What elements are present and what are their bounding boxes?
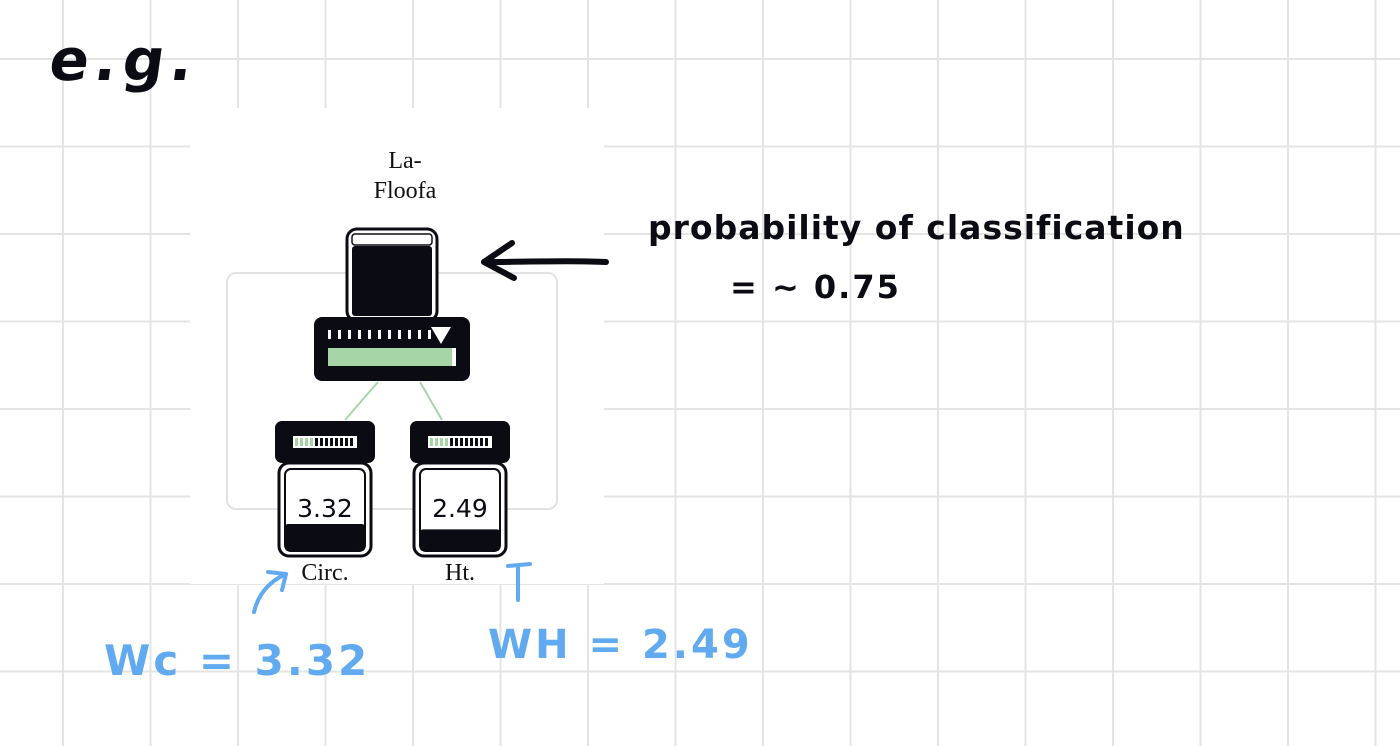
slider-tick: [348, 330, 351, 339]
child-tick: [315, 438, 318, 446]
slider-tick: [328, 330, 331, 339]
child-tick: [445, 438, 448, 446]
child-tick: [350, 438, 353, 446]
slider-ticks: [328, 330, 431, 339]
child-tick: [345, 438, 348, 446]
slider-tick: [428, 330, 431, 339]
node-title: La- Floofa: [330, 146, 480, 206]
blue-arrow-right-icon: [506, 562, 532, 602]
slider-tick: [408, 330, 411, 339]
slider-tick: [388, 330, 391, 339]
weight-h-annotation: WH = 2.49: [488, 622, 753, 668]
child-tick: [340, 438, 343, 446]
slider-marker-icon: [431, 327, 451, 344]
slider-tick: [398, 330, 401, 339]
child-tick: [440, 438, 443, 446]
child-tick: [300, 438, 303, 446]
child-ht-fill: [420, 529, 500, 551]
child-tick: [435, 438, 438, 446]
child-ht-ticks: [430, 438, 488, 446]
child-tick: [455, 438, 458, 446]
edge-right: [419, 381, 443, 421]
node-title-line2: Floofa: [373, 178, 437, 204]
child-tick: [430, 438, 433, 446]
child-tick: [325, 438, 328, 446]
child-tick: [485, 438, 488, 446]
blue-arrow-left-icon: [252, 570, 288, 614]
child-circ-fill: [285, 523, 365, 551]
probability-value-annotation: = ~ 0.75: [730, 268, 901, 306]
node-title-line1: La-: [388, 148, 422, 174]
child-tick: [310, 438, 313, 446]
child-tick: [450, 438, 453, 446]
child-tick: [480, 438, 483, 446]
slider-tick: [368, 330, 371, 339]
child-tick: [470, 438, 473, 446]
slider-tick: [338, 330, 341, 339]
slider-tick: [418, 330, 421, 339]
probability-fill: [352, 246, 432, 316]
child-tick: [305, 438, 308, 446]
slider-tick: [378, 330, 381, 339]
child-tick: [320, 438, 323, 446]
child-tick: [465, 438, 468, 446]
child-tick: [295, 438, 298, 446]
edge-left: [344, 381, 379, 421]
child-ht: [410, 421, 510, 558]
probability-annotation: probability of classification: [648, 208, 1185, 247]
child-circ-label: Circ.: [301, 560, 349, 586]
child-ht-label: Ht.: [445, 560, 475, 586]
child-circ-value: 3.32: [297, 494, 353, 523]
child-circ-ticks: [295, 438, 353, 446]
weight-c-annotation: Wc = 3.32: [104, 636, 371, 685]
child-tick: [475, 438, 478, 446]
child-tick: [330, 438, 333, 446]
slider-fill: [328, 348, 453, 366]
pointer-arrow-icon: [481, 240, 609, 281]
slider-tick: [358, 330, 361, 339]
node-slider: [314, 317, 470, 381]
child-circ: [275, 421, 375, 558]
probability-jar: [345, 227, 439, 323]
child-tick: [460, 438, 463, 446]
child-tick: [335, 438, 338, 446]
child-ht-value: 2.49: [432, 494, 488, 523]
